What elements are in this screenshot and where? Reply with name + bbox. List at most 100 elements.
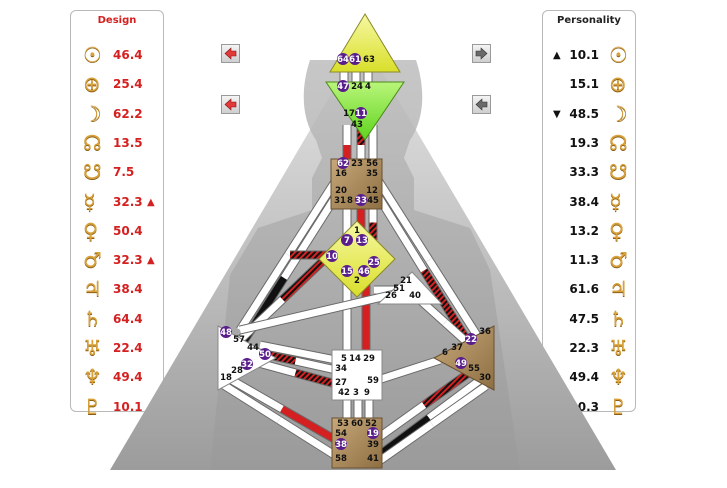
gate-52[interactable]: 52 bbox=[365, 419, 377, 429]
personality-panel: Personality ☉10.1▲⊕15.1☽48.5▼☊19.3☋33.3☿… bbox=[542, 10, 636, 419]
gate-18[interactable]: 18 bbox=[220, 373, 232, 383]
sacral-center bbox=[331, 349, 383, 401]
gate-13[interactable]: 13 bbox=[356, 236, 368, 246]
personality-gate-value: 10.1 bbox=[569, 48, 599, 62]
gate-16[interactable]: 16 bbox=[335, 169, 347, 179]
design-gate-value: 22.4 bbox=[113, 341, 143, 355]
channel-49-19-fill bbox=[375, 402, 427, 441]
gate-22[interactable]: 22 bbox=[465, 335, 477, 345]
gate-44[interactable]: 44 bbox=[247, 343, 259, 353]
gate-5[interactable]: 5 bbox=[341, 354, 347, 364]
gate-51[interactable]: 51 bbox=[393, 284, 405, 294]
gate-59[interactable]: 59 bbox=[367, 376, 379, 386]
gate-62[interactable]: 62 bbox=[337, 159, 349, 169]
gate-17[interactable]: 17 bbox=[343, 109, 355, 119]
channel-16-48-fill bbox=[237, 253, 291, 332]
gate-58[interactable]: 58 bbox=[335, 454, 347, 464]
gate-54[interactable]: 54 bbox=[335, 429, 347, 439]
personality-gate-value: 61.6 bbox=[569, 282, 599, 297]
gate-24[interactable]: 24 bbox=[351, 82, 363, 92]
gate-29[interactable]: 29 bbox=[363, 354, 375, 364]
gate-38[interactable]: 38 bbox=[335, 440, 347, 450]
gate-48[interactable]: 48 bbox=[220, 328, 232, 338]
personality-next-button[interactable] bbox=[472, 95, 491, 114]
gate-11[interactable]: 11 bbox=[355, 109, 367, 119]
personality-gate-value: 33.3 bbox=[569, 165, 599, 180]
gate-63[interactable]: 63 bbox=[363, 55, 375, 65]
gate-9[interactable]: 9 bbox=[364, 388, 370, 398]
gate-21[interactable]: 21 bbox=[400, 276, 412, 286]
gate-46[interactable]: 46 bbox=[358, 267, 370, 277]
gate-6[interactable]: 6 bbox=[442, 348, 448, 358]
gate-61[interactable]: 61 bbox=[349, 55, 361, 65]
gate-64[interactable]: 64 bbox=[337, 55, 349, 65]
design-gate-value: 64.4 bbox=[113, 311, 143, 326]
pluto-icon: ♇ bbox=[83, 394, 102, 419]
gate-26[interactable]: 26 bbox=[385, 291, 397, 301]
gate-4[interactable]: 4 bbox=[365, 82, 371, 92]
gate-60[interactable]: 60 bbox=[351, 419, 363, 429]
personality-gate-value: 38.4 bbox=[569, 194, 599, 209]
personality-row: ♅22.3 bbox=[543, 334, 635, 363]
gate-36[interactable]: 36 bbox=[479, 327, 491, 337]
gate-25[interactable]: 25 bbox=[368, 258, 380, 268]
gate-50[interactable]: 50 bbox=[259, 350, 271, 360]
gate-39[interactable]: 39 bbox=[367, 440, 379, 450]
channel-32-54-fill bbox=[294, 369, 337, 388]
design-gate-value: 38.4 bbox=[113, 282, 143, 297]
activated-gate-marker bbox=[337, 157, 349, 169]
gate-35[interactable]: 35 bbox=[366, 169, 378, 179]
gate-32[interactable]: 32 bbox=[241, 360, 253, 370]
gate-3[interactable]: 3 bbox=[353, 388, 359, 398]
gate-12[interactable]: 12 bbox=[366, 186, 378, 196]
gate-40[interactable]: 40 bbox=[409, 291, 421, 301]
gate-15[interactable]: 15 bbox=[341, 267, 353, 277]
gate-23[interactable]: 23 bbox=[351, 159, 363, 169]
gate-55[interactable]: 55 bbox=[468, 364, 480, 374]
gate-43[interactable]: 43 bbox=[351, 120, 363, 130]
gate-28[interactable]: 28 bbox=[231, 366, 243, 376]
gate-20[interactable]: 20 bbox=[335, 186, 347, 196]
gate-33[interactable]: 33 bbox=[355, 196, 367, 206]
north-node-icon: ☊ bbox=[609, 130, 628, 155]
gate-53[interactable]: 53 bbox=[337, 419, 349, 429]
gate-34[interactable]: 34 bbox=[335, 364, 347, 374]
design-prev-button[interactable] bbox=[221, 44, 240, 63]
gate-7[interactable]: 7 bbox=[344, 236, 350, 246]
gate-56[interactable]: 56 bbox=[366, 159, 378, 169]
gate-27[interactable]: 27 bbox=[335, 378, 347, 388]
channel-30-41-fill bbox=[375, 421, 435, 465]
gate-10[interactable]: 10 bbox=[326, 252, 338, 262]
gate-41[interactable]: 41 bbox=[367, 454, 379, 464]
personality-row: ♀13.2 bbox=[543, 217, 635, 246]
gate-31[interactable]: 31 bbox=[334, 196, 346, 206]
gate-37[interactable]: 37 bbox=[451, 343, 463, 353]
gate-14[interactable]: 14 bbox=[349, 354, 361, 364]
gate-30[interactable]: 30 bbox=[479, 373, 491, 383]
activated-gate-marker bbox=[337, 53, 349, 65]
design-next-button[interactable] bbox=[221, 95, 240, 114]
gate-57[interactable]: 57 bbox=[233, 335, 245, 345]
activated-gate-marker bbox=[358, 265, 370, 277]
gate-49[interactable]: 49 bbox=[455, 359, 467, 369]
gate-8[interactable]: 8 bbox=[347, 196, 353, 206]
channel-10-57-fill bbox=[237, 296, 285, 343]
gate-2[interactable]: 2 bbox=[354, 276, 360, 286]
gate-1[interactable]: 1 bbox=[354, 226, 360, 236]
personality-gate-value: 47.5 bbox=[569, 311, 599, 326]
earth-icon: ⊕ bbox=[609, 72, 627, 97]
personality-gate-value: 11.3 bbox=[569, 253, 599, 268]
gate-47[interactable]: 47 bbox=[337, 82, 349, 92]
activated-gate-marker bbox=[220, 326, 232, 338]
personality-prev-button[interactable] bbox=[472, 44, 491, 63]
personality-row: ♇10.3 bbox=[543, 393, 635, 422]
gate-19[interactable]: 19 bbox=[367, 429, 379, 439]
design-row: ☽62.2 bbox=[71, 100, 163, 129]
gate-42[interactable]: 42 bbox=[338, 388, 350, 398]
heart-center bbox=[376, 271, 444, 305]
design-gate-value: 46.4 bbox=[113, 48, 143, 62]
personality-row: ♃61.6 bbox=[543, 275, 635, 304]
design-row: ♅22.4 bbox=[71, 334, 163, 363]
gate-45[interactable]: 45 bbox=[367, 196, 379, 206]
